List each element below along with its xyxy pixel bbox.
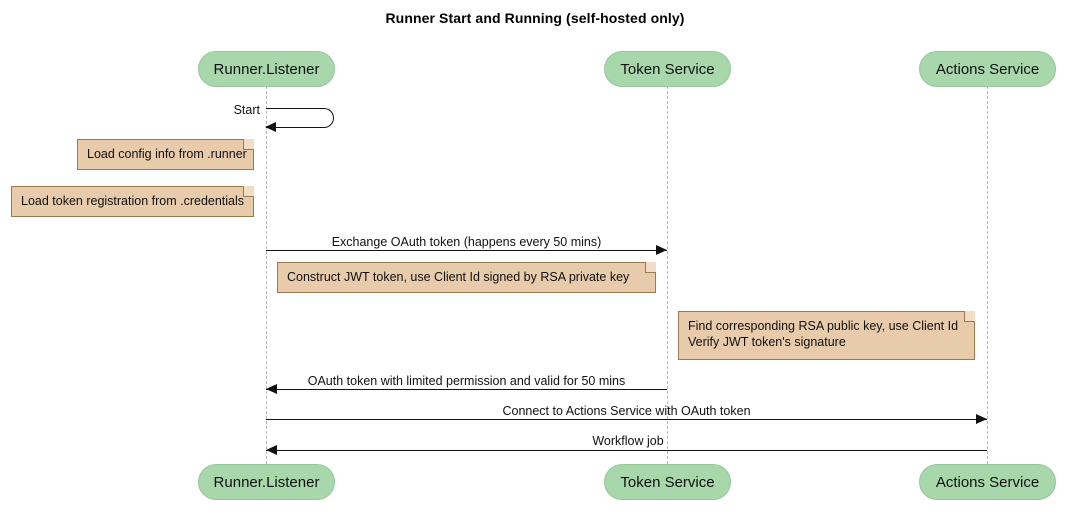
- participant-actions-bottom[interactable]: Actions Service: [919, 464, 1056, 500]
- arrowhead-m4: [976, 414, 987, 424]
- message-line-m4: [266, 419, 987, 420]
- note-n2: Load token registration from .credential…: [11, 186, 254, 217]
- participant-actions-top[interactable]: Actions Service: [919, 51, 1056, 87]
- lifeline-token: [667, 86, 668, 464]
- note-text: Construct JWT token, use Client Id signe…: [287, 270, 630, 284]
- note-n1: Load config info from .runner: [77, 139, 254, 170]
- lifeline-runner: [266, 86, 267, 464]
- message-line-m2: [266, 250, 667, 251]
- message-label-m4: Connect to Actions Service with OAuth to…: [502, 404, 751, 418]
- participant-label: Actions Service: [935, 473, 1040, 491]
- note-n4: Find corresponding RSA public key, use C…: [678, 311, 975, 360]
- participant-label: Runner.Listener: [213, 60, 320, 78]
- participant-label: Token Service: [620, 473, 715, 491]
- arrowhead-m1: [265, 122, 276, 132]
- self-message-m1: [266, 108, 334, 128]
- note-n3: Construct JWT token, use Client Id signe…: [277, 262, 656, 293]
- participant-label: Token Service: [620, 60, 715, 78]
- participant-token-top[interactable]: Token Service: [604, 51, 731, 87]
- participant-runner-top[interactable]: Runner.Listener: [198, 51, 335, 87]
- arrowhead-m3: [266, 384, 277, 394]
- lifeline-actions: [987, 86, 988, 464]
- note-fold-corner-icon: [243, 186, 254, 197]
- message-label-m5: Workflow job: [592, 434, 664, 448]
- message-line-m3: [266, 389, 667, 390]
- note-text: Load config info from .runner: [87, 147, 247, 161]
- participant-runner-bottom[interactable]: Runner.Listener: [198, 464, 335, 500]
- participant-label: Runner.Listener: [213, 473, 320, 491]
- note-text: Load token registration from .credential…: [21, 194, 245, 208]
- message-line-m5: [266, 450, 987, 451]
- participant-token-bottom[interactable]: Token Service: [604, 464, 731, 500]
- message-label-m3: OAuth token with limited permission and …: [307, 374, 626, 388]
- page-title: Runner Start and Running (self-hosted on…: [385, 10, 685, 26]
- note-fold-corner-icon: [243, 139, 254, 150]
- message-label-m2: Exchange OAuth token (happens every 50 m…: [331, 235, 602, 249]
- arrowhead-m2: [656, 245, 667, 255]
- note-fold-corner-icon: [645, 262, 656, 273]
- message-label-m1: Start: [233, 103, 260, 117]
- note-fold-corner-icon: [964, 311, 975, 322]
- participant-label: Actions Service: [935, 60, 1040, 78]
- note-text: Find corresponding RSA public key, use C…: [688, 319, 959, 349]
- arrowhead-m5: [266, 445, 277, 455]
